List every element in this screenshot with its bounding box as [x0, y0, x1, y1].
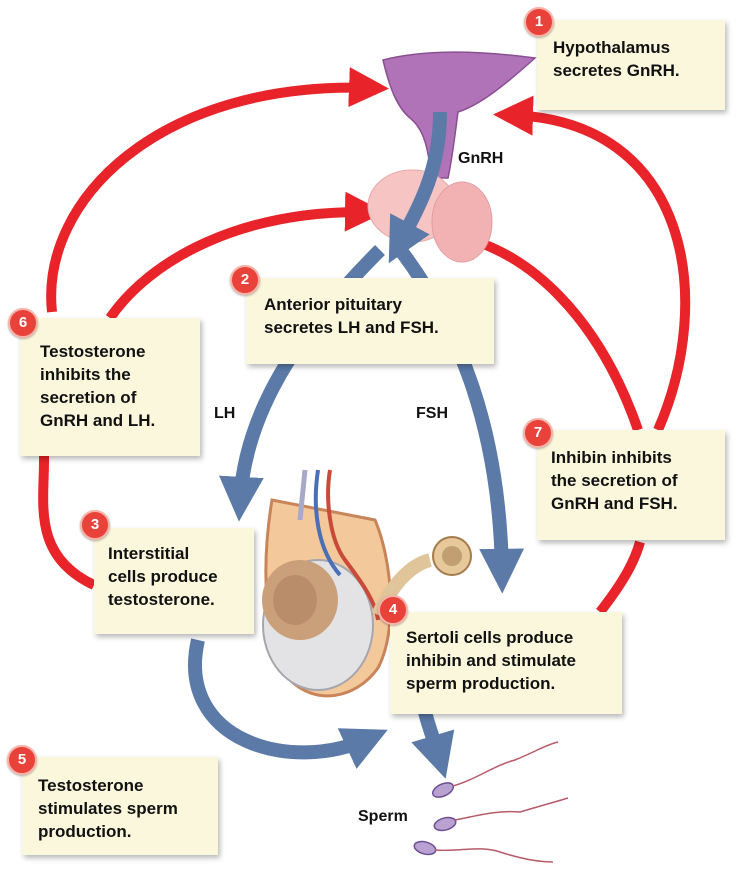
step-4-line: sperm production.	[406, 674, 556, 693]
step-2-line: Anterior pituitary	[264, 295, 402, 314]
step-2-box: Anterior pituitary secretes LH and FSH.	[246, 278, 494, 364]
testosterone-to-pituitary-arrow	[105, 191, 385, 321]
step-3-line: testosterone.	[108, 590, 215, 609]
step-3-box: Interstitial cells produce testosterone.	[94, 528, 254, 634]
step-6-line: GnRH and LH.	[40, 411, 156, 430]
step-6-line: inhibits the	[40, 365, 131, 384]
step-7-box: Inhibin inhibits the secretion of GnRH a…	[537, 430, 725, 540]
step-7-line: the secretion of	[551, 471, 678, 490]
step-2-badge: 2	[230, 265, 260, 295]
step-5-line: Testosterone	[38, 776, 144, 795]
hypothalamus-shape	[382, 51, 537, 179]
step-5-line: stimulates sperm	[38, 799, 178, 818]
sperm-cells	[413, 741, 569, 863]
inhibin-to-hypothalamus-arrow	[493, 95, 691, 433]
step-4-line: inhibin and stimulate	[406, 651, 577, 670]
step-7-line: GnRH and FSH.	[551, 494, 678, 513]
lh-label: LH	[214, 405, 236, 422]
step-4-box: Sertoli cells produce inhibin and stimul…	[390, 612, 622, 714]
step-6-badge: 6	[8, 308, 38, 338]
step-1-line: Hypothalamus	[553, 38, 671, 57]
step-5-box: Testosterone stimulates sperm production…	[22, 757, 218, 855]
fsh-label: FSH	[416, 405, 448, 422]
step-3-line: cells produce	[108, 567, 218, 586]
step-4-line: Sertoli cells produce	[406, 628, 574, 647]
step-3-line: Interstitial	[108, 544, 190, 563]
sertoli-to-inhibin-line	[596, 540, 645, 616]
gnrh-label: GnRH	[458, 150, 504, 167]
step-2-line: secretes LH and FSH.	[264, 318, 439, 337]
step-6-line: secretion of	[40, 388, 137, 407]
step-6-line: Testosterone	[40, 342, 146, 361]
step-6-box: Testosterone inhibits the secretion of G…	[20, 318, 200, 456]
sperm-output-arrow	[411, 710, 455, 779]
testis-illustration	[262, 469, 472, 698]
step-5-line: production.	[38, 822, 132, 841]
testosterone-to-hypothalamus-arrow	[46, 67, 389, 313]
sperm-label: Sperm	[358, 808, 408, 825]
step-1-line: secretes GnRH.	[553, 61, 680, 80]
step-7-line: Inhibin inhibits	[551, 448, 672, 467]
step-4-badge: 4	[378, 595, 408, 625]
step-1-box: Hypothalamus secretes GnRH.	[537, 20, 725, 110]
step-7-badge: 7	[523, 418, 553, 448]
gnrh-arrow	[388, 111, 447, 264]
step-1-badge: 1	[524, 7, 554, 37]
pituitary-lobe	[431, 181, 493, 263]
testosterone-to-sertoli-arrow	[188, 638, 388, 769]
interstitial-to-feedback-line	[38, 454, 97, 590]
step-3-badge: 3	[80, 510, 110, 540]
step-5-badge: 5	[7, 745, 37, 775]
